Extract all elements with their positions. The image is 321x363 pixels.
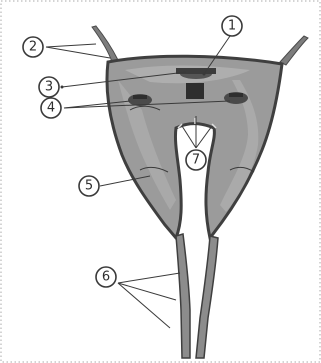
right-leg-strap: [196, 236, 218, 358]
leader-2b: [46, 47, 110, 58]
callout-3: 3: [39, 77, 59, 97]
leader-7a: [182, 126, 196, 148]
callout-7: 7: [186, 150, 206, 170]
head-support-strap: [176, 68, 216, 74]
leader-1-dot: [203, 73, 206, 76]
callout-2: 2: [23, 37, 43, 57]
callout-5-label: 5: [85, 179, 93, 194]
callout-5: 5: [79, 176, 99, 196]
leader-6c: [118, 283, 170, 328]
callout-4: 4: [41, 98, 61, 118]
callout-6-label: 6: [102, 270, 110, 285]
callout-2-label: 2: [29, 40, 37, 55]
leader-6a: [118, 273, 180, 283]
callout-4-label: 4: [47, 101, 55, 116]
left-leg-strap: [176, 234, 190, 358]
right-shoulder-strap: [280, 36, 308, 65]
right-buckle-clip: [229, 93, 243, 97]
callout-1: 1: [222, 16, 242, 36]
leader-7c: [196, 126, 212, 148]
center-label-patch: [186, 83, 204, 99]
left-buckle-clip: [133, 95, 147, 99]
leader-3-dot: [61, 86, 64, 89]
leg-straps: [176, 234, 218, 358]
leader-6b: [118, 283, 176, 300]
callout-3-label: 3: [45, 80, 53, 95]
leader-2a: [46, 44, 96, 47]
callout-1-label: 1: [228, 19, 236, 34]
callout-6: 6: [96, 267, 116, 287]
callout-7-label: 7: [192, 153, 200, 168]
